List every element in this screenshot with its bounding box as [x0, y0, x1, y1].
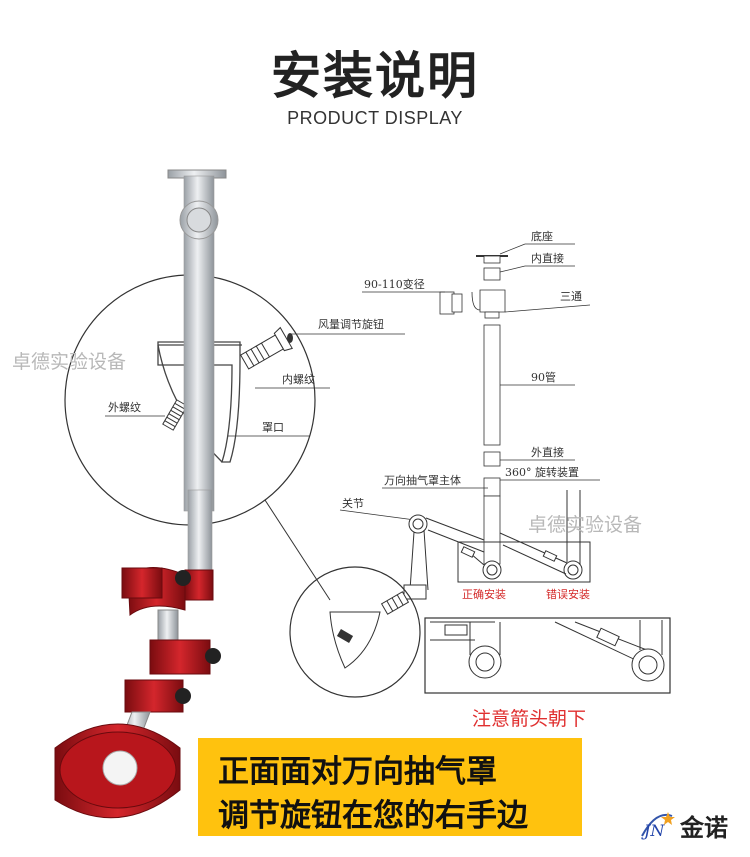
label-base: 底座: [531, 229, 553, 243]
base-neck: [483, 255, 501, 264]
pipe-90-part: [483, 324, 501, 446]
arm-joint-lower: [403, 584, 427, 600]
compare-pivot-right-inner: [638, 655, 658, 675]
label-knob: 风量调节旋钮: [318, 317, 384, 331]
tee-opening: [186, 207, 212, 233]
joint-top-inner: [412, 518, 424, 530]
arm-knob-3: [175, 688, 191, 704]
label-inner-connector: 内直接: [531, 251, 564, 265]
label-hood: 罩口: [262, 421, 284, 434]
magnifier-connector-line: [264, 499, 331, 601]
arrow-compare-box: [424, 617, 671, 694]
detail-hood-bowl: [157, 341, 241, 463]
tee-part: [471, 289, 506, 313]
arrow-direction-note: 注意箭头朝下: [472, 708, 587, 730]
label-reducer: 90-110变径: [364, 277, 425, 291]
label-inner-thread: 内螺纹: [282, 372, 315, 386]
detail-outer-thread-part: [162, 399, 188, 431]
arm-link-1b: [423, 529, 429, 591]
logo-mark-text: JN: [641, 821, 665, 840]
label-pipe: 90管: [531, 370, 556, 384]
arm-knob-2: [205, 648, 221, 664]
tee-stub: [484, 311, 500, 319]
small-knob-part: [380, 591, 410, 615]
label-main-body: 万向抽气罩主体: [384, 473, 461, 487]
wrong-pivot-inner: [567, 564, 579, 576]
compare-tag-right: [596, 627, 620, 647]
arm-link-1a: [409, 531, 415, 591]
leader-inner: [499, 265, 526, 273]
label-wrong-install: 错误安装: [546, 587, 590, 601]
arm-link-2a: [425, 517, 485, 541]
callout-line-2: 调节旋钮在您的右手边: [218, 798, 528, 834]
swivel-part: [483, 477, 501, 497]
label-outer-thread: 外螺纹: [108, 400, 141, 414]
reducer-collar: [451, 293, 463, 313]
page-title: 安装说明: [271, 47, 479, 105]
lower-pipe: [187, 489, 213, 576]
brand-logo-mark: JN: [641, 812, 675, 840]
leader-tee: [504, 304, 591, 313]
detail-magnifier-small: [289, 566, 421, 698]
label-swivel: 360° 旋转装置: [505, 465, 579, 479]
inner-connector-part: [483, 267, 501, 281]
compare-diag-a: [554, 621, 641, 663]
compare-pivot-left-inner: [475, 652, 495, 672]
leader-joint: [339, 509, 416, 521]
main-body-tube: [483, 495, 501, 565]
arm-lower-segment: [124, 679, 184, 713]
detail-knob-part: [239, 326, 294, 370]
callout-box: 正面面对万向抽气罩 调节旋钮在您的右手边: [198, 738, 582, 836]
callout-line-1: 正面面对万向抽气罩: [218, 754, 497, 790]
page-subtitle: PRODUCT DISPLAY: [287, 108, 463, 128]
correct-tag: [460, 546, 476, 558]
label-outer-connector: 外直接: [531, 445, 564, 459]
install-compare-frame: [457, 541, 591, 583]
small-thread-part: [336, 629, 354, 643]
small-hood: [329, 611, 381, 669]
wrong-arm-b: [502, 544, 567, 575]
detail-knob: [287, 333, 293, 343]
label-joint: 关节: [342, 496, 364, 510]
arm-joint-block-1: [121, 567, 163, 599]
leader-base: [499, 243, 526, 255]
wrong-tag: [542, 550, 558, 562]
arm-knob-1: [175, 570, 191, 586]
arm-mid-segment: [149, 639, 211, 675]
outer-connector-part: [483, 451, 501, 467]
watermark-left: 卓德实验设备: [12, 351, 126, 373]
watermark-right: 卓德实验设备: [528, 514, 642, 536]
label-tee: 三通: [560, 290, 582, 303]
correct-pivot-inner: [486, 564, 498, 576]
brand-logo-text: 金诺: [680, 814, 728, 842]
label-correct-install: 正确安装: [462, 587, 506, 601]
arm-link-2b: [427, 529, 485, 553]
fume-hood-opening: [102, 750, 138, 786]
compare-tag-left: [444, 624, 468, 636]
